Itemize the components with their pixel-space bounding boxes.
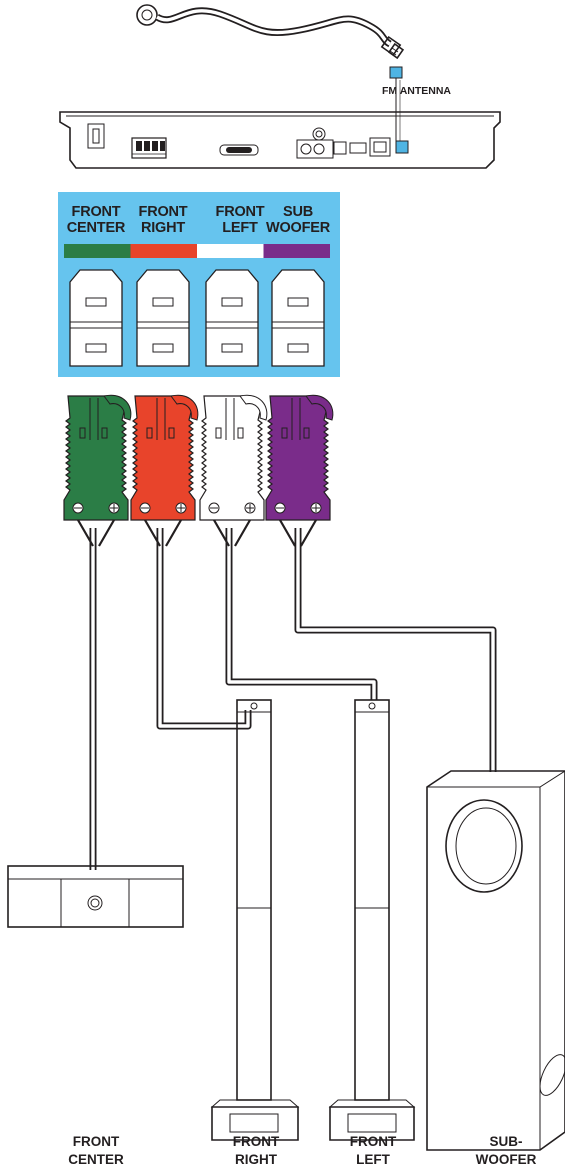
main-unit (59, 78, 501, 169)
panel-label-0-line2: CENTER (67, 220, 126, 236)
front-center-speaker (7, 865, 184, 928)
panel-label-1-line2: RIGHT (141, 220, 185, 236)
channel-color-bar-0 (64, 244, 131, 258)
panel-socket-1 (136, 269, 190, 367)
panel-label-2-line1: FRONT (216, 204, 265, 220)
panel-socket-2 (205, 269, 259, 367)
audio-ports (296, 127, 391, 159)
front-left-speaker (328, 699, 416, 1141)
speaker-labels: FRONT CENTER FRONT RIGHT FRONT LEFT SUB-… (68, 1134, 536, 1167)
speaker-plug-1 (130, 394, 199, 547)
speaker-plug-2 (199, 394, 268, 547)
panel-label-0-line1: FRONT (72, 204, 121, 220)
subwoofer-label-line2: WOOFER (476, 1152, 537, 1167)
front-right-speaker (210, 699, 300, 1141)
panel-label-2-line2: LEFT (222, 220, 258, 236)
channel-color-bar-3 (263, 244, 330, 258)
panel-socket-3 (271, 269, 325, 367)
subwoofer (426, 770, 565, 1151)
speaker-plug-0 (63, 394, 132, 547)
front-center-label-line1: FRONT (73, 1134, 120, 1149)
front-right-label-line1: FRONT (233, 1134, 280, 1149)
panel-label-3-line1: SUB (283, 204, 313, 220)
panel-socket-0 (69, 269, 123, 367)
antenna-port (395, 140, 409, 154)
front-right-label-line2: RIGHT (235, 1152, 278, 1167)
speaker-plugs (63, 394, 334, 547)
fm-antenna-wire: FM ANTENNA (136, 4, 451, 97)
front-center-label-line2: CENTER (68, 1152, 124, 1167)
panel-label-1-line1: FRONT (139, 204, 188, 220)
antenna-port-indicator (389, 66, 403, 79)
speaker-terminal-block (131, 137, 167, 159)
front-left-label-line2: LEFT (356, 1152, 390, 1167)
fm-antenna-label: FM ANTENNA (382, 85, 451, 97)
subwoofer-label-line1: SUB- (490, 1134, 523, 1149)
speaker-cables (89, 528, 497, 870)
channel-color-bar-2 (197, 244, 264, 258)
antenna-plug (380, 35, 405, 60)
panel-label-3-line2: WOOFER (266, 220, 331, 236)
front-left-label-line1: FRONT (350, 1134, 397, 1149)
speaker-plug-3 (265, 394, 334, 547)
channel-color-bar-1 (130, 244, 197, 258)
